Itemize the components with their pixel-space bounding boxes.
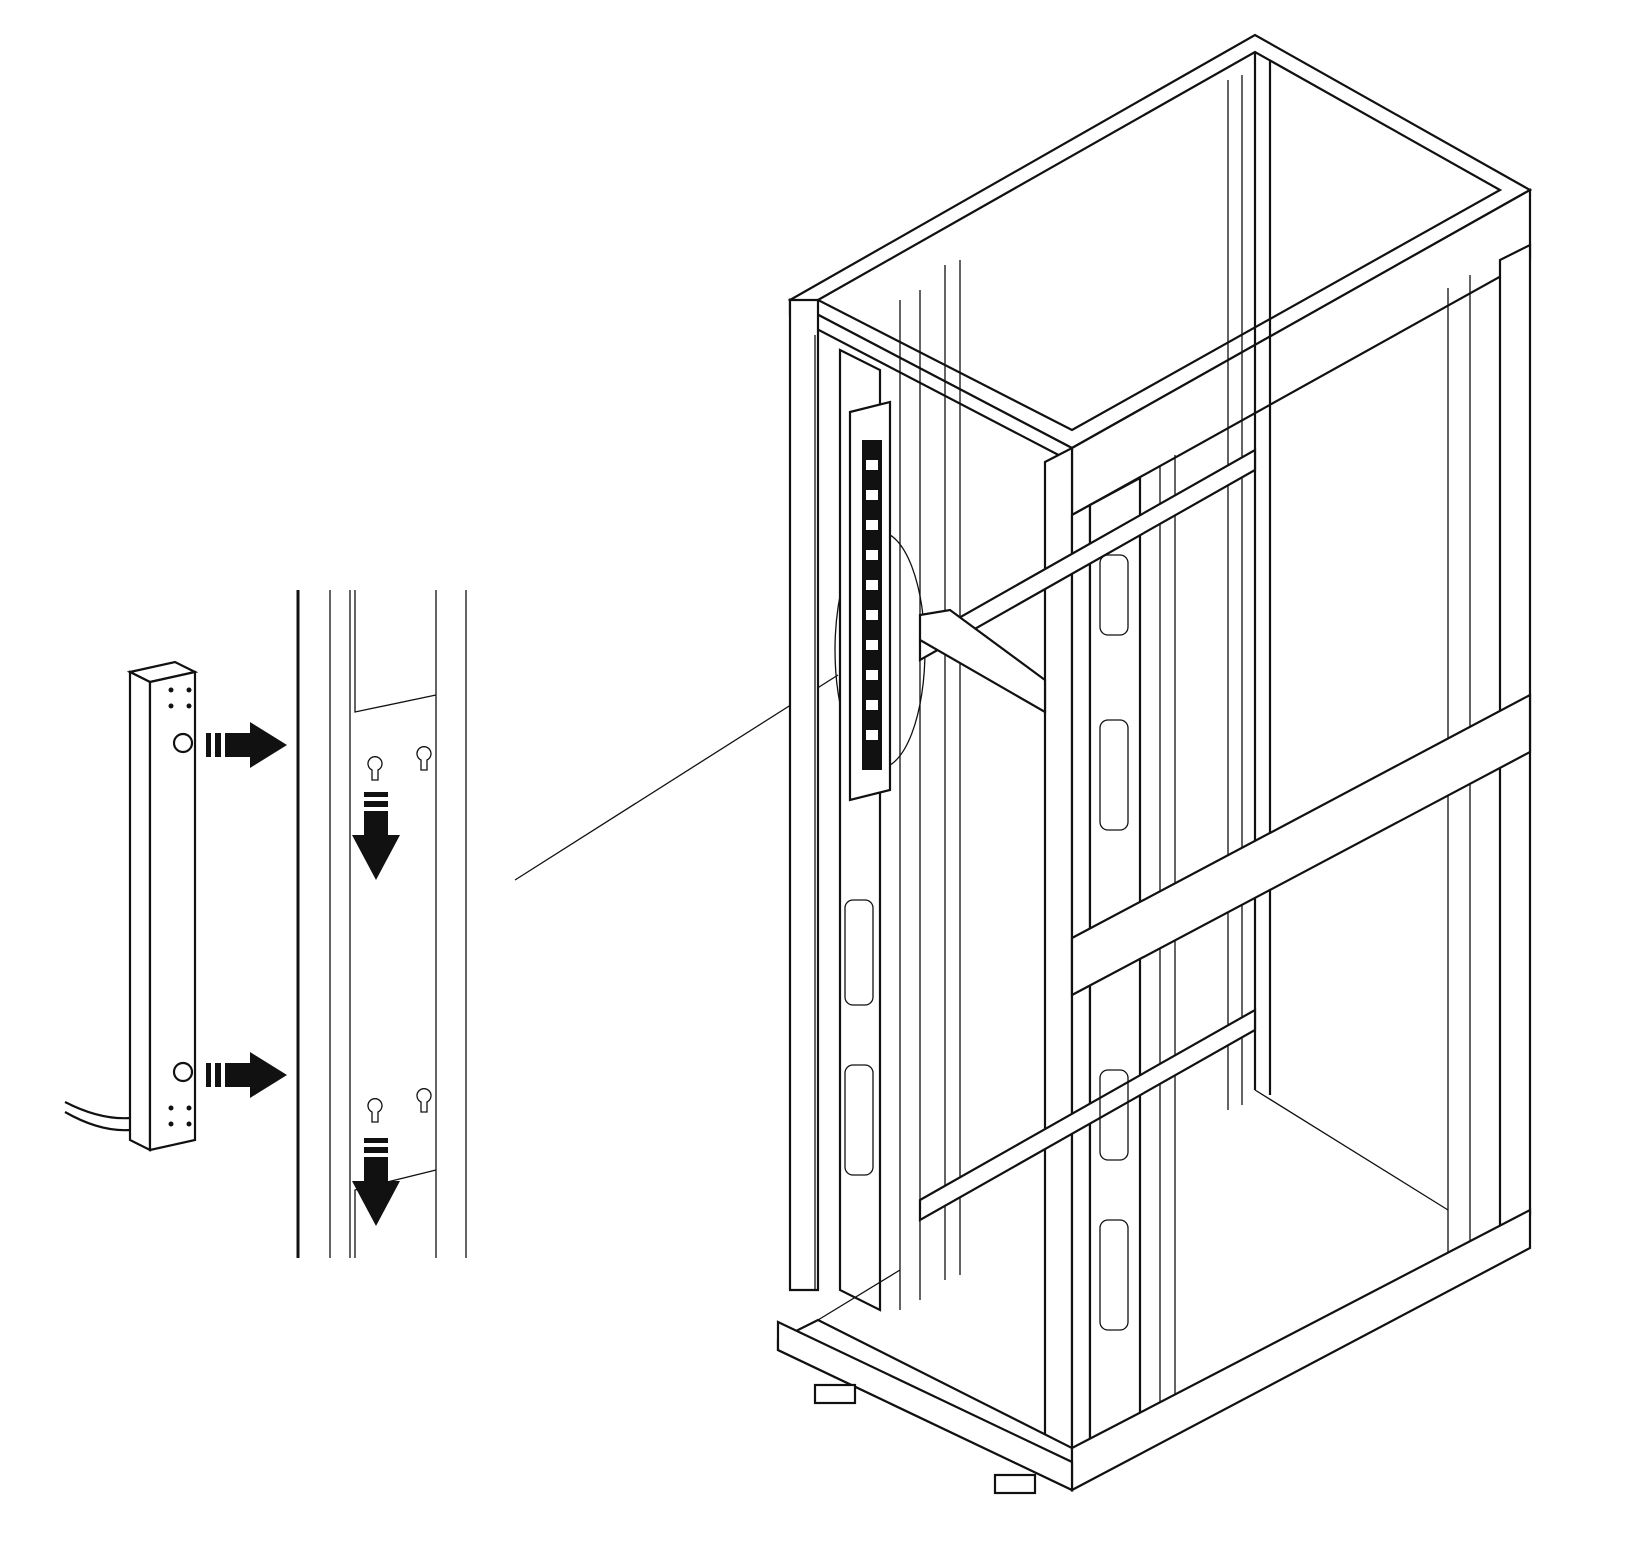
rack-cabinet (776, 33, 1533, 1495)
side-crossbar (1070, 693, 1532, 997)
pdu-unit (64, 660, 199, 1152)
pdu-detail-inset (64, 590, 467, 1258)
front-left-post (788, 298, 820, 1292)
arrow-down-bottom (352, 1138, 400, 1226)
horizontal-pdu (918, 608, 1047, 714)
caster-front (993, 1473, 1037, 1495)
callout-pointer-line (514, 674, 839, 881)
arrow-right-bottom (206, 1052, 287, 1098)
caster-left (813, 1383, 857, 1405)
mounting-button-bottom (172, 1061, 194, 1083)
rack-top-frame (787, 33, 1533, 517)
mounting-button-top (172, 732, 194, 754)
cable-slot-panels (844, 554, 1129, 1331)
rack-base (776, 1089, 1532, 1495)
rack-rail-detail (296, 590, 467, 1258)
arrow-down-top (352, 792, 400, 880)
arrow-right-top (206, 722, 287, 768)
front-right-post (1043, 446, 1074, 1464)
keyhole-slots (367, 746, 432, 1123)
power-cord (64, 1101, 131, 1120)
installed-pdu (848, 400, 892, 802)
